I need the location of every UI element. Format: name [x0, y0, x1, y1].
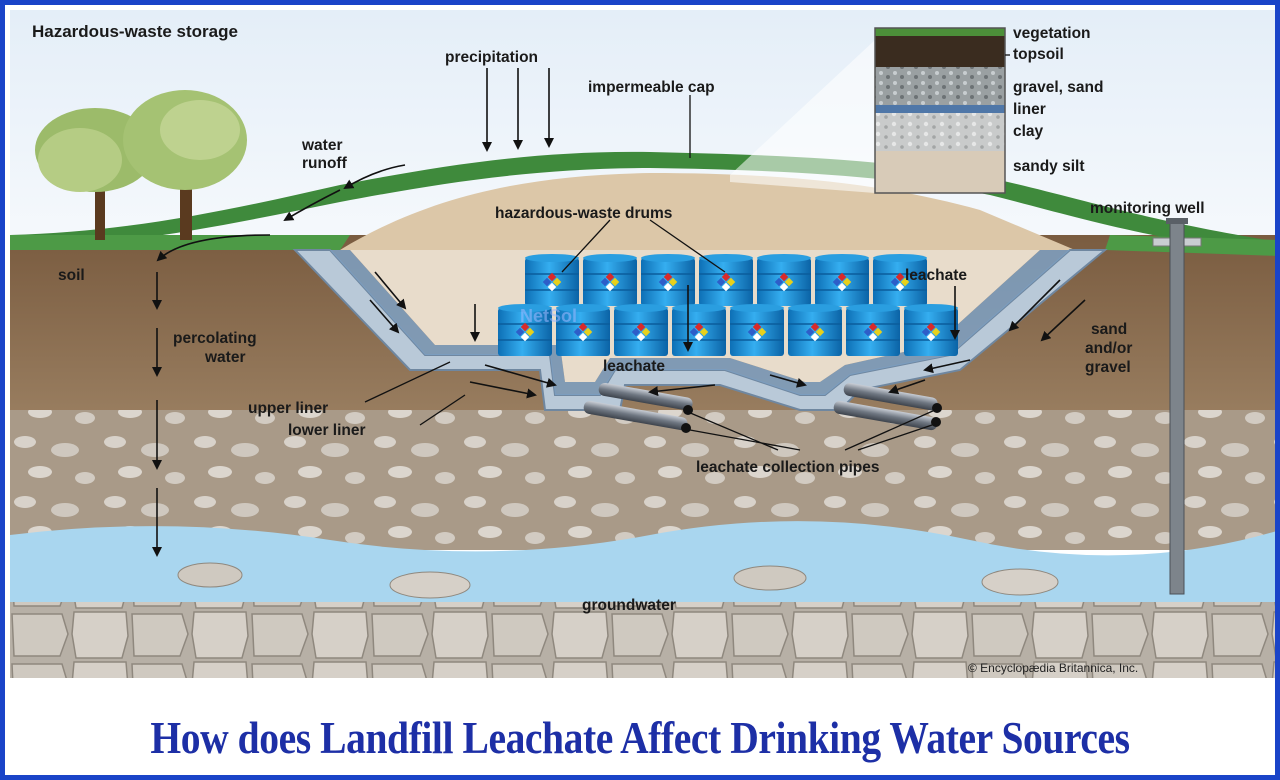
- liner-sand: [330, 250, 1070, 395]
- bedrock-layer: [10, 602, 1275, 678]
- label-water-runoff: runoff: [302, 155, 348, 172]
- label-hazardous-waste-drums: hazardous-waste drums: [495, 205, 672, 222]
- monitoring-well-top: [1166, 218, 1188, 224]
- groundwater-stone: [389, 571, 471, 599]
- label-sand-gravel: sand: [1091, 321, 1127, 338]
- landfill-diagram: NetSol Hazardous-waste storage precipita…: [10, 10, 1275, 678]
- trees: [35, 90, 247, 240]
- label-cap-layer: gravel, sand: [1013, 79, 1103, 96]
- label-sand-gravel: gravel: [1085, 359, 1131, 376]
- groundwater-stone: [177, 562, 243, 588]
- leachate-pipe: [583, 382, 942, 433]
- label-cap-layer: vegetation: [1013, 25, 1091, 42]
- waste-drum: [525, 254, 579, 306]
- waste-drum: [672, 304, 726, 356]
- diagram-title: Hazardous-waste storage: [32, 22, 238, 41]
- label-upper-liner: upper liner: [248, 400, 328, 417]
- flow-arrows: [152, 68, 1086, 557]
- waste-drum: [614, 304, 668, 356]
- label-impermeable-cap: impermeable cap: [588, 79, 715, 96]
- label-precipitation: precipitation: [445, 49, 538, 66]
- waste-drum: [846, 304, 900, 356]
- waste-drum: [498, 304, 552, 356]
- label-soil: soil: [58, 267, 85, 284]
- waste-drum: [815, 254, 869, 306]
- label-water-runoff: water: [301, 137, 343, 154]
- label-percolating-water: percolating: [173, 330, 257, 347]
- waste-drum: [641, 254, 695, 306]
- groundwater-stone: [733, 565, 807, 591]
- waste-drum: [788, 304, 842, 356]
- label-monitoring-well: monitoring well: [1090, 200, 1205, 217]
- watermark: NetSol: [520, 306, 577, 326]
- label-leachate: leachate: [905, 267, 967, 284]
- groundwater-stone: [981, 568, 1059, 596]
- stone-layer: [10, 410, 1275, 550]
- waste-drum: [757, 254, 811, 306]
- waste-drum: [904, 304, 958, 356]
- label-cap-layer: liner: [1013, 101, 1046, 118]
- page-caption: How does Landfill Leachate Affect Drinki…: [150, 712, 1130, 763]
- label-percolating-water: water: [204, 349, 246, 366]
- label-leachate: leachate: [603, 358, 665, 375]
- copyright: © Encyclopædia Britannica, Inc.: [968, 661, 1138, 675]
- label-groundwater: groundwater: [582, 597, 676, 614]
- waste-drum: [699, 254, 753, 306]
- monitoring-well-pipe: [1169, 221, 1185, 595]
- label-leachate-collection-pipes: leachate collection pipes: [696, 459, 879, 476]
- label-sand-gravel: and/or: [1085, 340, 1132, 357]
- waste-drum: [583, 254, 637, 306]
- cap-layers-inset: [730, 27, 1006, 194]
- waste-drum: [730, 304, 784, 356]
- groundwater-layer: [10, 521, 1275, 610]
- leader-lines: [364, 54, 1010, 451]
- label-lower-liner: lower liner: [288, 422, 366, 439]
- waste-drum: [556, 304, 610, 356]
- label-cap-layer: clay: [1013, 123, 1044, 140]
- waste-drum: [873, 254, 927, 306]
- label-cap-layer: sandy silt: [1013, 158, 1085, 175]
- label-cap-layer: topsoil: [1013, 46, 1064, 63]
